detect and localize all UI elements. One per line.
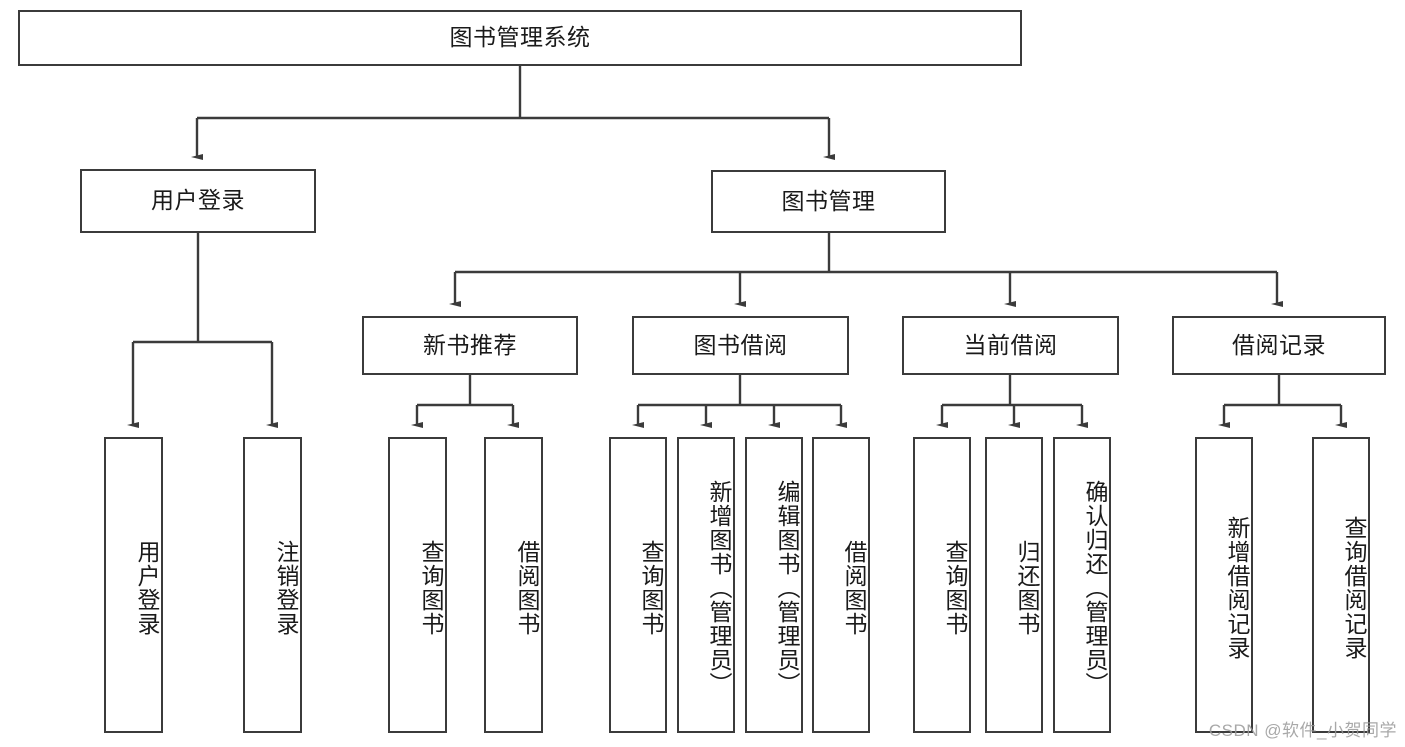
node-book-borrow[interactable]: 图书借阅 [632,316,849,375]
node-label: 新增图书（管理员） [706,480,732,696]
leaf-current-borrow-return-book[interactable]: 归还图书 [985,437,1043,733]
node-label: 借阅记录 [1232,331,1326,358]
node-label: 新书推荐 [423,331,517,358]
node-label: 归还图书 [1014,540,1040,636]
node-label: 确认归还（管理员） [1082,480,1108,696]
node-label: 图书管理系统 [449,24,591,51]
node-label: 编辑图书（管理员） [774,480,800,696]
node-label: 查询图书 [418,540,444,636]
node-label: 查询借阅记录 [1341,516,1367,660]
node-current-borrow[interactable]: 当前借阅 [902,316,1119,375]
node-label: 借阅图书 [841,540,867,636]
node-root-book-management-system[interactable]: 图书管理系统 [18,10,1022,66]
node-label: 查询图书 [638,540,664,636]
node-label: 用户登录 [134,540,160,636]
leaf-current-borrow-query-book[interactable]: 查询图书 [913,437,971,733]
leaf-borrow-record-add-record[interactable]: 新增借阅记录 [1195,437,1253,733]
leaf-book-borrow-edit-book-admin[interactable]: 编辑图书（管理员） [745,437,803,733]
csdn-watermark: CSDN @软件_小贺同学 [1208,721,1397,740]
leaf-new-book-borrow-book[interactable]: 借阅图书 [484,437,543,733]
leaf-book-borrow-borrow-book[interactable]: 借阅图书 [812,437,870,733]
node-user-login[interactable]: 用户登录 [80,169,316,233]
node-borrow-record[interactable]: 借阅记录 [1172,316,1386,375]
leaf-user-login-login[interactable]: 用户登录 [104,437,163,733]
leaf-user-login-logout[interactable]: 注销登录 [243,437,302,733]
leaf-book-borrow-query-book[interactable]: 查询图书 [609,437,667,733]
leaf-book-borrow-add-book-admin[interactable]: 新增图书（管理员） [677,437,735,733]
node-label: 新增借阅记录 [1224,516,1250,660]
node-new-book-recommend[interactable]: 新书推荐 [362,316,578,375]
leaf-current-borrow-confirm-return-admin[interactable]: 确认归还（管理员） [1053,437,1111,733]
node-label: 当前借阅 [963,331,1058,358]
node-label: 借阅图书 [514,540,540,636]
node-book-management[interactable]: 图书管理 [711,170,946,233]
node-label: 图书借阅 [693,331,788,358]
node-label: 图书管理 [781,187,876,214]
node-label: 查询图书 [942,540,968,636]
leaf-borrow-record-query-record[interactable]: 查询借阅记录 [1312,437,1370,733]
leaf-new-book-query-book[interactable]: 查询图书 [388,437,447,733]
node-label: 用户登录 [151,187,245,214]
node-label: 注销登录 [273,540,299,636]
